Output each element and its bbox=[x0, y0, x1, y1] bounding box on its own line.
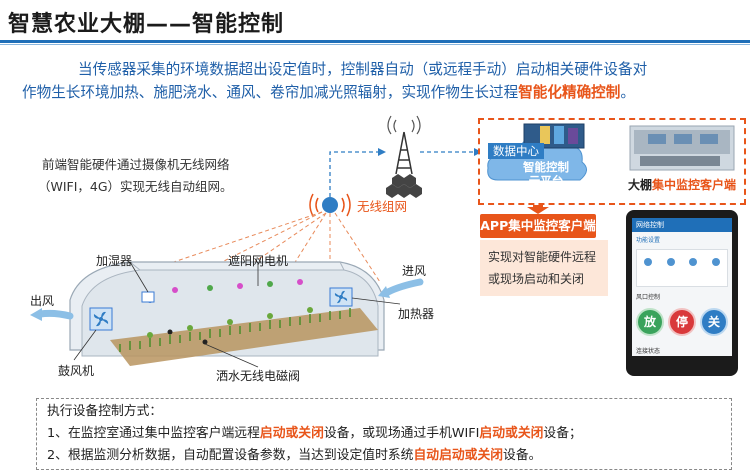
phone-sensor-panel bbox=[636, 249, 728, 287]
intro-emphasis: 智能化精确控制 bbox=[518, 84, 621, 101]
label-wind-out: 出风 bbox=[30, 294, 55, 308]
intro-line-end: 。 bbox=[620, 84, 635, 101]
sensor-dot-icon bbox=[711, 258, 720, 266]
page-title: 智慧农业大棚——智能控制 bbox=[8, 12, 285, 37]
phone-screen: 网络控制 功能设置 风口控制 放 停 关 连接状态 bbox=[632, 218, 732, 368]
network-dashed-arrows bbox=[329, 151, 474, 197]
method-2-part-b: 设备。 bbox=[503, 448, 542, 463]
sensor-dot-icon bbox=[689, 258, 698, 266]
greenhouse-client-prefix: 大棚 bbox=[628, 178, 653, 192]
antenna-tower-icon bbox=[386, 115, 422, 198]
wireless-network-label: 无线组网 bbox=[357, 199, 408, 214]
phone-close-button[interactable]: 关 bbox=[700, 308, 728, 336]
greenhouse-client-label: 大棚集中监控客户端 bbox=[628, 176, 736, 193]
cloud-platform-line-2: 云平台 bbox=[528, 174, 564, 188]
cloud-platform-line-1: 智能控制 bbox=[523, 160, 569, 174]
method-1-emphasis-2: 启动或关闭 bbox=[479, 426, 544, 441]
label-humidifier: 加湿器 bbox=[96, 254, 133, 268]
method-2-emphasis: 自动启动或关闭 bbox=[413, 448, 504, 463]
wireless-node-icon bbox=[309, 193, 351, 217]
title-bar bbox=[0, 0, 750, 42]
label-shade-motor: 遮阳网电机 bbox=[228, 254, 289, 268]
label-heater: 加热器 bbox=[398, 307, 435, 321]
greenhouse-client-emphasis: 集中监控客户端 bbox=[652, 178, 737, 192]
arrow-head-tower bbox=[378, 148, 386, 156]
intro-line-2: 作物生长环境加热、施肥浇水、通风、卷帘加减光照辐射，实现作物生长过程 bbox=[22, 84, 519, 101]
cloud-platform-panel: 数据中心 智能控制 云平台 大棚集中监控客户端 bbox=[478, 118, 746, 205]
phone-wind-label: 风口控制 bbox=[636, 294, 661, 301]
phone-status-label: 连接状态 bbox=[636, 348, 661, 355]
wind-in-arrow-icon bbox=[378, 278, 424, 298]
control-methods-title: 执行设备控制方式： bbox=[47, 404, 163, 419]
label-leaders bbox=[73, 261, 401, 368]
method-1-part-b: 设备，或现场通过手机WIFI bbox=[323, 426, 480, 441]
phone-header: 网络控制 bbox=[632, 218, 732, 232]
front-note-line-1: 前端智能硬件通过摄像机无线网络 bbox=[42, 157, 230, 172]
label-wind-in: 进风 bbox=[402, 264, 427, 278]
front-note-line-2: （WIFI，4G）实现无线自动组网。 bbox=[38, 179, 233, 194]
intro-line-1: 当传感器采集的环境数据超出设定值时，控制器自动（或远程手动）启动相关硬件设备对 bbox=[78, 61, 648, 78]
control-method-2: 2、根据监测分析数据，自动配置设备参数，当达到设定值时系统自动启动或关闭设备。 bbox=[47, 445, 541, 467]
app-client-description: 实现对智能硬件远程 或现场启动和关闭 bbox=[488, 246, 598, 290]
sensor-dot-icon bbox=[644, 258, 653, 266]
data-center-label: 数据中心 bbox=[488, 143, 544, 159]
control-method-1: 1、在监控室通过集中监控客户端远程启动或关闭设备，或现场通过手机WIFI启动或关… bbox=[47, 423, 582, 445]
cloud-platform-label: 智能控制 云平台 bbox=[516, 160, 576, 188]
method-1-part-a: 1、在监控室通过集中监控客户端远程 bbox=[47, 426, 260, 441]
app-client-body bbox=[480, 240, 608, 296]
phone-section-label: 功能设置 bbox=[636, 237, 661, 244]
sensor-dot-icon bbox=[666, 258, 675, 266]
blower-fan-icon bbox=[93, 311, 109, 327]
heater-fan-icon bbox=[334, 290, 348, 304]
wind-out-arrow-icon bbox=[30, 308, 74, 321]
phone-stop-button[interactable]: 停 bbox=[668, 308, 696, 336]
method-1-emphasis-1: 启动或关闭 bbox=[259, 426, 324, 441]
app-client-heading: APP集中监控客户端 bbox=[480, 214, 596, 238]
app-desc-line-1: 实现对智能硬件远程 bbox=[488, 250, 597, 264]
greenhouse-illustration bbox=[69, 261, 385, 366]
phone-nav-bar bbox=[632, 356, 732, 368]
label-valve: 洒水无线电磁阀 bbox=[216, 369, 301, 383]
title-underline-thin bbox=[0, 44, 750, 45]
method-2-part-a: 2、根据监测分析数据，自动配置设备参数，当达到设定值时系统 bbox=[47, 448, 414, 463]
control-methods-panel: 执行设备控制方式： 1、在监控室通过集中监控客户端远程启动或关闭设备，或现场通过… bbox=[36, 398, 732, 470]
title-underline bbox=[0, 40, 750, 43]
label-blower: 鼓风机 bbox=[58, 364, 95, 378]
method-1-part-c: 设备； bbox=[543, 426, 582, 441]
phone-open-button[interactable]: 放 bbox=[636, 308, 664, 336]
intro-paragraph: 当传感器采集的环境数据超出设定值时，控制器自动（或远程手动）启动相关硬件设备对 … bbox=[22, 58, 738, 104]
app-desc-line-2: 或现场启动和关闭 bbox=[488, 272, 585, 286]
front-hardware-note: 前端智能硬件通过摄像机无线网络 （WIFI，4G）实现无线自动组网。 bbox=[38, 154, 288, 198]
